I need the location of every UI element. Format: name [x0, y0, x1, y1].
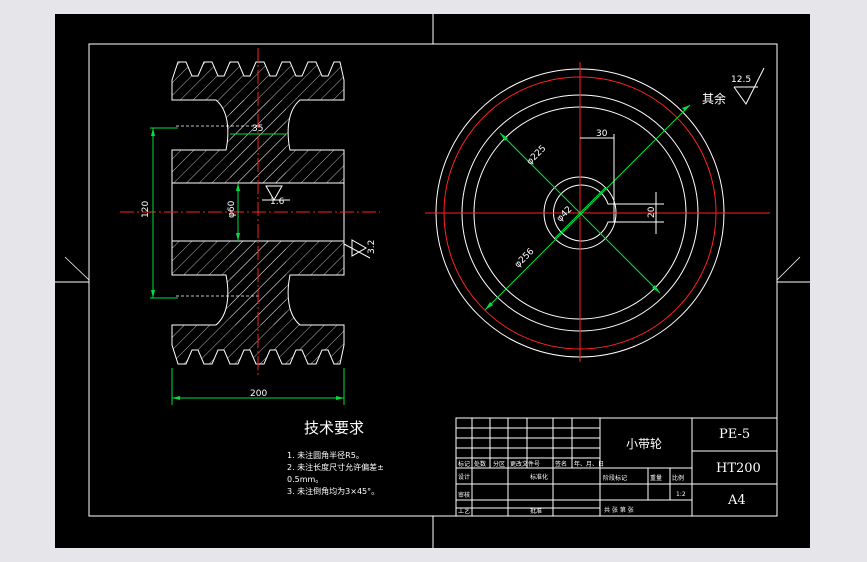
side-view-dimensions	[150, 127, 371, 405]
svg-text:阶段标记: 阶段标记	[603, 474, 627, 482]
tech-req-line-4: 3. 未注倒角均为3×45°。	[287, 486, 379, 496]
front-view-arrows	[485, 105, 690, 310]
roughness-symbol-face	[351, 239, 368, 257]
sheet-size: A4	[727, 493, 746, 508]
svg-text:年、月、日: 年、月、日	[574, 460, 604, 468]
tech-req-line-3: 0.5mm。	[287, 475, 323, 484]
svg-text:标记: 标记	[458, 460, 470, 468]
dim-key-width: 20	[647, 206, 657, 218]
roughness-symbol-rest	[733, 67, 765, 105]
drawing-sheet	[55, 14, 810, 548]
side-view-arrows	[151, 128, 344, 400]
centering-marks	[55, 14, 810, 548]
corner-ticks	[64, 256, 801, 281]
roughness-rest-value: 12.5	[731, 75, 751, 85]
tech-req-line-1: 1. 未注圆角半径R5。	[287, 450, 364, 460]
front-view-dimensions	[484, 104, 691, 311]
svg-text:共 张 第 张: 共 张 第 张	[604, 506, 634, 514]
dim-bore-depth: 35	[252, 124, 263, 134]
roughness-rest-label: 其余	[702, 91, 726, 106]
tech-req-title: 技术要求	[304, 419, 364, 437]
title-block-grid	[455, 417, 778, 517]
drawing-number: PE-5	[719, 427, 750, 442]
svg-text:工艺: 工艺	[458, 507, 470, 515]
svg-text:标准化: 标准化	[530, 473, 548, 481]
dim-outer-height: 120	[141, 201, 151, 218]
roughness-bore-value: 1.6	[270, 197, 285, 207]
side-view	[120, 48, 380, 378]
tech-req-line-2: 2. 未注长度尺寸允许偏差±	[287, 462, 384, 472]
dim-width: 200	[250, 389, 267, 399]
svg-text:分区: 分区	[493, 460, 505, 468]
svg-text:审核: 审核	[458, 491, 470, 499]
svg-text:批准: 批准	[530, 507, 542, 515]
svg-text:设计: 设计	[458, 473, 470, 481]
bore-with-keyway	[552, 184, 615, 242]
svg-text:签名: 签名	[555, 460, 567, 468]
svg-text:比例: 比例	[672, 474, 684, 482]
dim-bore-diameter: φ60	[227, 200, 237, 218]
svg-text:1:2: 1:2	[676, 491, 686, 498]
dim-key-offset: 30	[596, 129, 608, 139]
roughness-face-value: 3.2	[367, 240, 377, 254]
front-view	[425, 62, 770, 362]
material: HT200	[716, 461, 761, 476]
title-block-labels: 标记 处数 分区 更改文件号 签名 年、月、日 设计 标准化 阶段标记 重量 比…	[458, 460, 686, 515]
svg-text:更改文件号: 更改文件号	[510, 460, 540, 468]
svg-text:处数: 处数	[474, 460, 486, 468]
svg-text:重量: 重量	[650, 474, 662, 482]
part-name: 小带轮	[626, 437, 662, 451]
roughness-symbol-bore	[265, 185, 283, 202]
